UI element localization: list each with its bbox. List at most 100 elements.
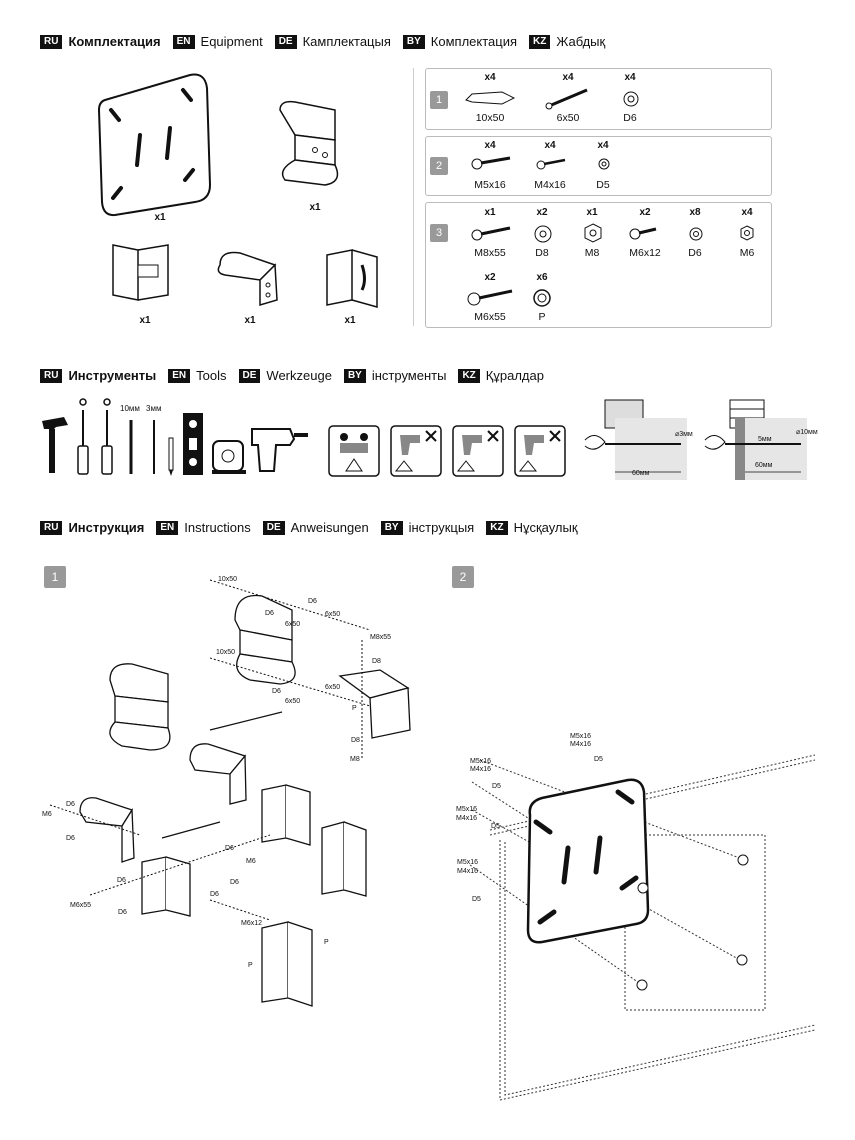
instructions-title-by: інструкцыя [408, 520, 475, 535]
kit-3-box [425, 202, 772, 328]
step-2-mounting-drawing [469, 754, 816, 1101]
kit-1-label-anchor: 10x50 [475, 112, 505, 124]
tools-title-kz: Құралдар [485, 368, 544, 383]
kit-3-label-p: P [538, 311, 546, 323]
step1-label-d6-c: D6 [117, 877, 126, 884]
lang-tag-by: BY [380, 520, 403, 535]
step1-label-6x50-low: 6x50 [325, 684, 341, 691]
lang-tag-kz: KZ [458, 368, 480, 383]
bracket-c-qty: x1 [344, 315, 356, 326]
step1-label-d6-low: D6 [272, 688, 281, 695]
kit-1-number: 1 [430, 91, 448, 109]
step1-label-d6-mid: D6 [265, 610, 274, 617]
kit-3-label-d8: D8 [535, 247, 549, 259]
step1-label-d8-top: D8 [372, 658, 381, 665]
equipment-title-ru: Комплектация [68, 34, 161, 49]
hammer-icon [42, 417, 68, 473]
washer-icon [623, 91, 639, 107]
step1-label-m8: M8 [350, 756, 360, 763]
tools-title-by: інструменты [371, 368, 447, 383]
bracket-b-drawing [217, 251, 278, 307]
kit-3-qty-m8: x1 [586, 207, 598, 218]
step1-label-6x50-mid: 6x50 [285, 621, 301, 628]
lang-tag-ru: RU [40, 368, 63, 383]
drill-bit-10mm-icon [129, 420, 133, 474]
two-person-warning-icon [328, 425, 380, 477]
step1-label-10x50-mid: 10x50 [216, 649, 236, 656]
top-bracket-qty: x1 [309, 202, 321, 213]
kit-2-number: 2 [430, 157, 448, 175]
lang-tag-de: DE [262, 520, 285, 535]
kit-2-label-m5: M5x16 [474, 179, 506, 191]
kit-3-qty-m8x55: x1 [484, 207, 496, 218]
step1-label-d8-bottom: D8 [351, 737, 360, 744]
step1-label-p-right: P [324, 939, 329, 946]
step-1-number: 1 [44, 566, 66, 588]
spacer-icon [533, 289, 551, 307]
lang-tag-de: DE [238, 368, 261, 383]
step2-label-m5x16-a: M5x16 [470, 758, 492, 765]
wood-diameter-label: ⌀3мм [675, 431, 693, 438]
phillips-screwdriver-icon [77, 398, 89, 475]
instructions-title-ru: Инструкция [68, 520, 145, 535]
kit-3-qty-m6x55: x2 [484, 272, 496, 283]
pencil-icon [168, 437, 174, 476]
lang-tag-en: EN [172, 34, 195, 49]
step1-label-d6-left: D6 [66, 801, 75, 808]
step1-label-p: P [352, 705, 357, 712]
lang-tag-kz: KZ [529, 34, 551, 49]
equipment-title-en: Equipment [200, 34, 263, 49]
step1-label-d6-left2: D6 [66, 835, 75, 842]
instructions-title-de: Anweisungen [290, 520, 369, 535]
kit-1-label-washer: D6 [623, 112, 637, 124]
kit-3-qty-m6x12: x2 [639, 207, 651, 218]
bracket-b-qty: x1 [244, 315, 256, 326]
wall-anchor-icon [465, 91, 516, 105]
top-bracket-drawing [279, 100, 339, 186]
lang-tag-en: EN [168, 368, 191, 383]
tools-title-de: Werkzeuge [266, 368, 332, 383]
washer-medium-icon [689, 227, 703, 241]
drill-bit-10mm-label: 10мм [120, 404, 140, 413]
brick-wall-drill-diagram [704, 399, 807, 480]
kit-2-qty-m4: x4 [544, 140, 556, 151]
step1-label-m6-right: M6 [246, 858, 256, 865]
step2-label-d5-top: D5 [594, 756, 603, 763]
wood-screw-icon [545, 88, 588, 110]
kit-3-label-m6x55: M6x55 [474, 311, 506, 323]
step-2-number: 2 [452, 566, 474, 588]
drill-bit-3mm-label: 3мм [146, 404, 162, 413]
step2-label-m4x16-top: M4x16 [570, 741, 592, 748]
hex-nut-small-icon [740, 225, 754, 241]
hex-nut-icon [584, 223, 602, 243]
kit-1-qty-washer: x4 [624, 72, 636, 83]
step-1-assembly-drawing [49, 579, 411, 1007]
divider [413, 68, 414, 326]
lang-tag-by: BY [402, 34, 425, 49]
step1-label-d6-f: D6 [230, 879, 239, 886]
kit-3-label-m8: M8 [584, 247, 600, 259]
lang-tag-kz: KZ [486, 520, 508, 535]
step2-label-m4x16-b: M4x16 [456, 815, 478, 822]
lang-tag-en: EN [156, 520, 179, 535]
kit-1-qty-anchor: x4 [484, 72, 496, 83]
lang-tag-ru: RU [40, 34, 63, 49]
step2-label-m5x16-b: M5x16 [456, 806, 478, 813]
equipment-title-by: Комплектация [430, 34, 518, 49]
step1-label-d6-top: D6 [308, 598, 317, 605]
kit-2-qty-d5: x4 [597, 140, 609, 151]
kit-3-label-d6: D6 [688, 247, 702, 259]
tools-title-en: Tools [196, 368, 227, 383]
kit-3-qty-p: x6 [536, 272, 548, 283]
no-drill-electric-icon [390, 425, 442, 477]
step1-label-10x50-top: 10x50 [218, 576, 238, 583]
bracket-a-qty: x1 [139, 315, 151, 326]
wood-wall-drill-diagram [584, 399, 687, 480]
washer-small-icon [598, 158, 610, 170]
step1-label-6x50-bottom: 6x50 [285, 698, 301, 705]
step1-label-p-left: P [248, 962, 253, 969]
brick-offset-label: 5мм [758, 436, 772, 443]
